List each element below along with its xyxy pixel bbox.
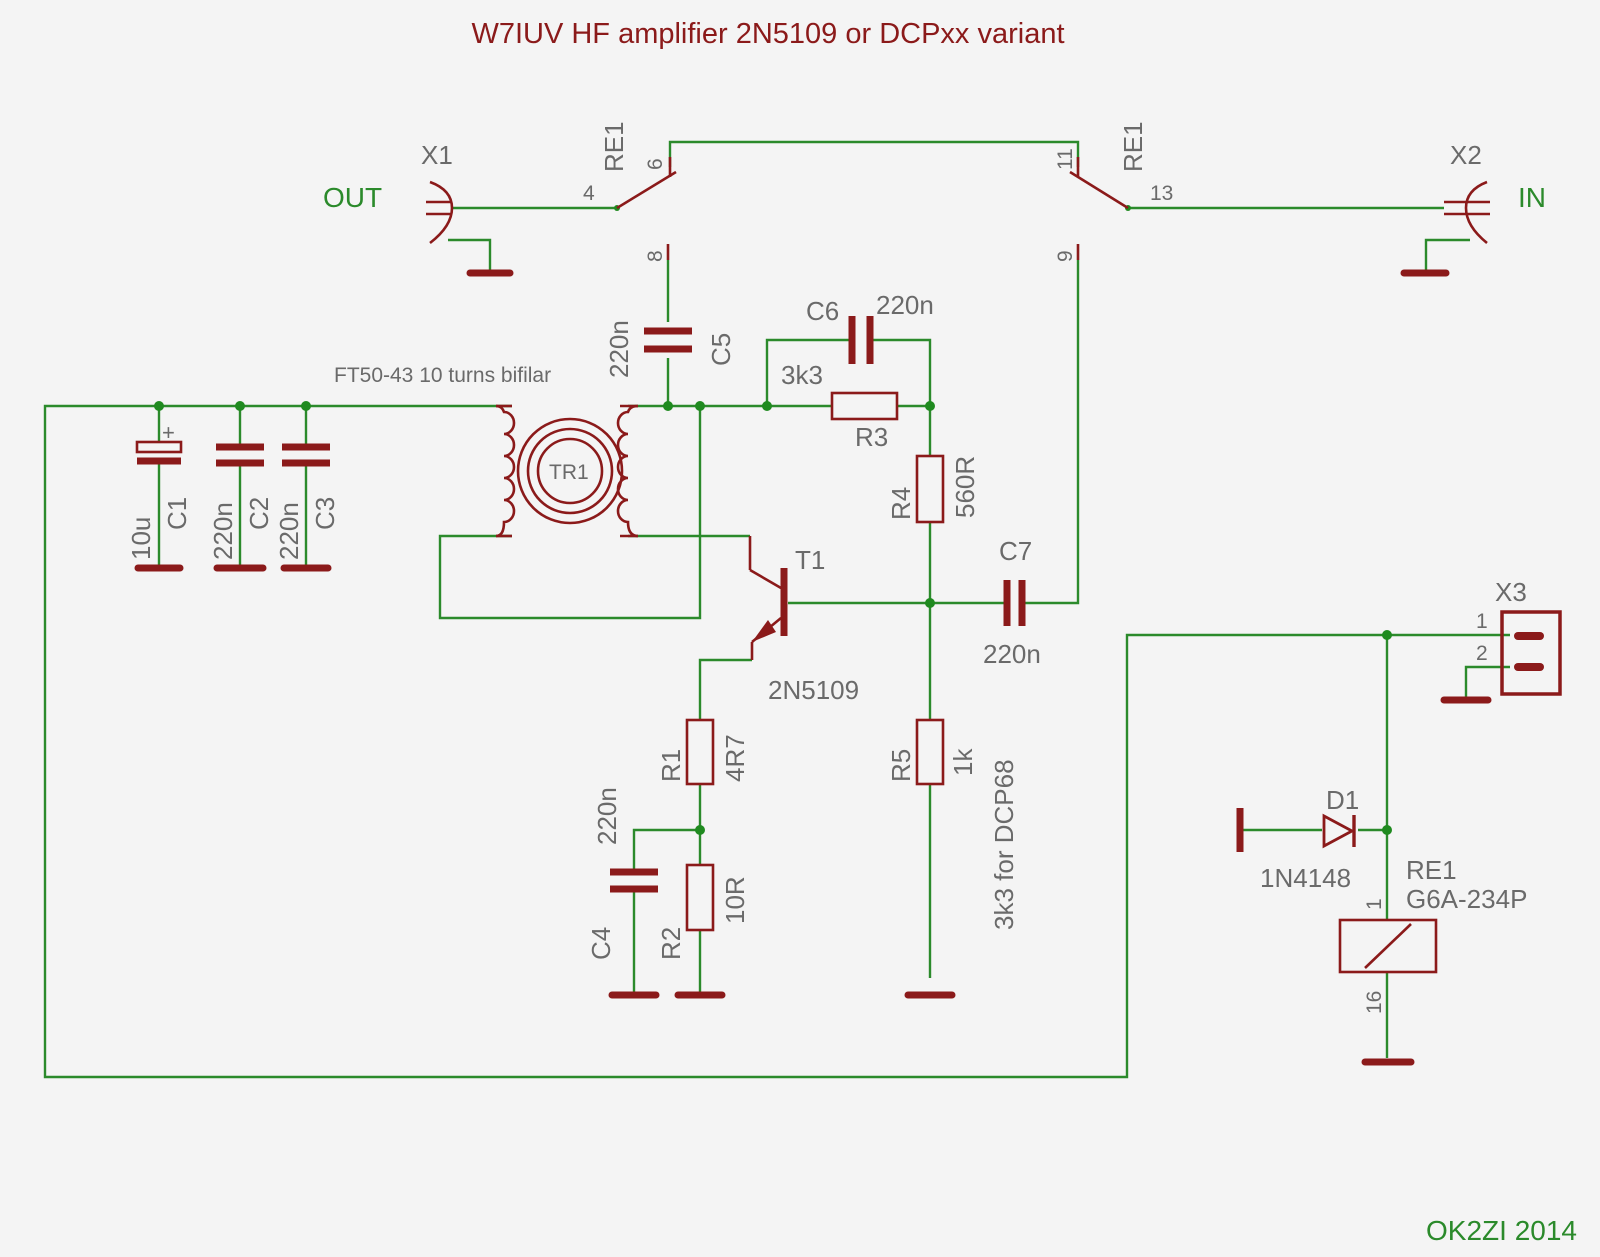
capacitor-c5: 220n C5 [604,320,736,378]
junction-dots [154,205,1392,835]
relay-left-pin-no: 8 [644,250,667,262]
r3-value: 3k3 [781,360,823,390]
relay-left-pin-common: 4 [583,182,595,205]
tr1-ref: TR1 [549,461,589,484]
r1-value: 4R7 [720,734,750,782]
capacitor-c2: 220n C2 [208,443,274,560]
c4-ref: C4 [586,927,616,960]
c2-value: 220n [208,502,238,560]
transistor-t1: T1 2N5109 [748,536,859,705]
capacitor-c6: C6 220n [806,290,934,364]
connector-x2: X2 IN [1400,140,1546,277]
r5-value: 1k [948,748,978,776]
relay-contact-left: 4 6 8 RE1 [583,121,677,262]
credit-label: OK2ZI 2014 [1426,1215,1577,1246]
r5-ref: R5 [886,749,916,782]
x2-ref: X2 [1450,140,1482,170]
capacitor-c7: C7 220n [983,536,1041,669]
relay-contact-right: 13 11 9 RE1 [1054,121,1173,262]
wires [43,140,1510,1079]
c3-value: 220n [274,502,304,560]
c2-ref: C2 [244,497,274,530]
relay-right-pin-nc: 11 [1054,148,1077,170]
c7-ref: C7 [999,536,1032,566]
x2-label: IN [1518,182,1546,213]
x3-pin1: 1 [1476,610,1488,633]
relay-coil-re1: RE1 G6A-234P 1 16 [1338,855,1527,1014]
x3-pin2: 2 [1476,642,1488,665]
transformer-tr1: TR1 FT50-43 10 turns bifilar [334,364,639,538]
capacitor-c4: 220n C4 [586,787,658,960]
resistor-r3: 3k3 R3 [781,360,899,452]
x3-ref: X3 [1495,577,1527,607]
r1-ref: R1 [656,749,686,782]
r5-note: 3k3 for DCP68 [989,759,1019,930]
connector-x1: X1 OUT [323,140,514,277]
resistor-r5: R5 1k 3k3 for DCP68 [886,718,1019,930]
c5-ref: C5 [706,333,736,366]
t1-ref: T1 [795,545,825,575]
r2-value: 10R [720,876,750,924]
relay-coil-pin-top: 1 [1363,898,1386,910]
x1-label: OUT [323,182,382,213]
capacitor-c3: 220n C3 [274,443,340,560]
r4-value: 560R [950,456,980,518]
d1-ref: D1 [1326,785,1359,815]
resistor-r1: R1 4R7 [656,718,750,786]
r4-ref: R4 [886,487,916,520]
diagram-title: W7IUV HF amplifier 2N5109 or DCPxx varia… [471,18,1064,50]
relay-coil-ref: RE1 [1406,855,1457,885]
c5-value: 220n [604,320,634,378]
d1-part: 1N4148 [1260,863,1351,893]
c4-value: 220n [592,787,622,845]
diode-d1: D1 1N4148 [1236,785,1359,893]
t1-part: 2N5109 [768,675,859,705]
relay-right-pin-common: 13 [1150,182,1173,205]
relay-left-ref: RE1 [599,121,629,172]
c3-ref: C3 [310,497,340,530]
x1-ref: X1 [421,140,453,170]
c7-value: 220n [983,639,1041,669]
resistor-r4: R4 560R [886,454,980,524]
emitter-arrow-icon [752,620,776,642]
resistor-r2: R2 10R [656,863,750,960]
c6-value: 220n [876,290,934,320]
relay-right-pin-no: 9 [1054,250,1077,262]
r3-ref: R3 [855,422,888,452]
capacitor-c1: + 10u C1 [126,420,192,560]
c1-value: 10u [126,517,156,560]
c1-plus-icon: + [162,420,175,445]
r2-ref: R2 [656,927,686,960]
c6-ref: C6 [806,296,839,326]
relay-coil-pin-bottom: 16 [1363,991,1386,1014]
relay-right-ref: RE1 [1118,121,1148,172]
relay-coil-part: G6A-234P [1406,884,1527,914]
relay-left-pin-nc: 6 [644,158,667,170]
tr1-note: FT50-43 10 turns bifilar [334,364,551,387]
c1-ref: C1 [162,497,192,530]
connector-x3: X3 1 2 [1476,577,1562,696]
